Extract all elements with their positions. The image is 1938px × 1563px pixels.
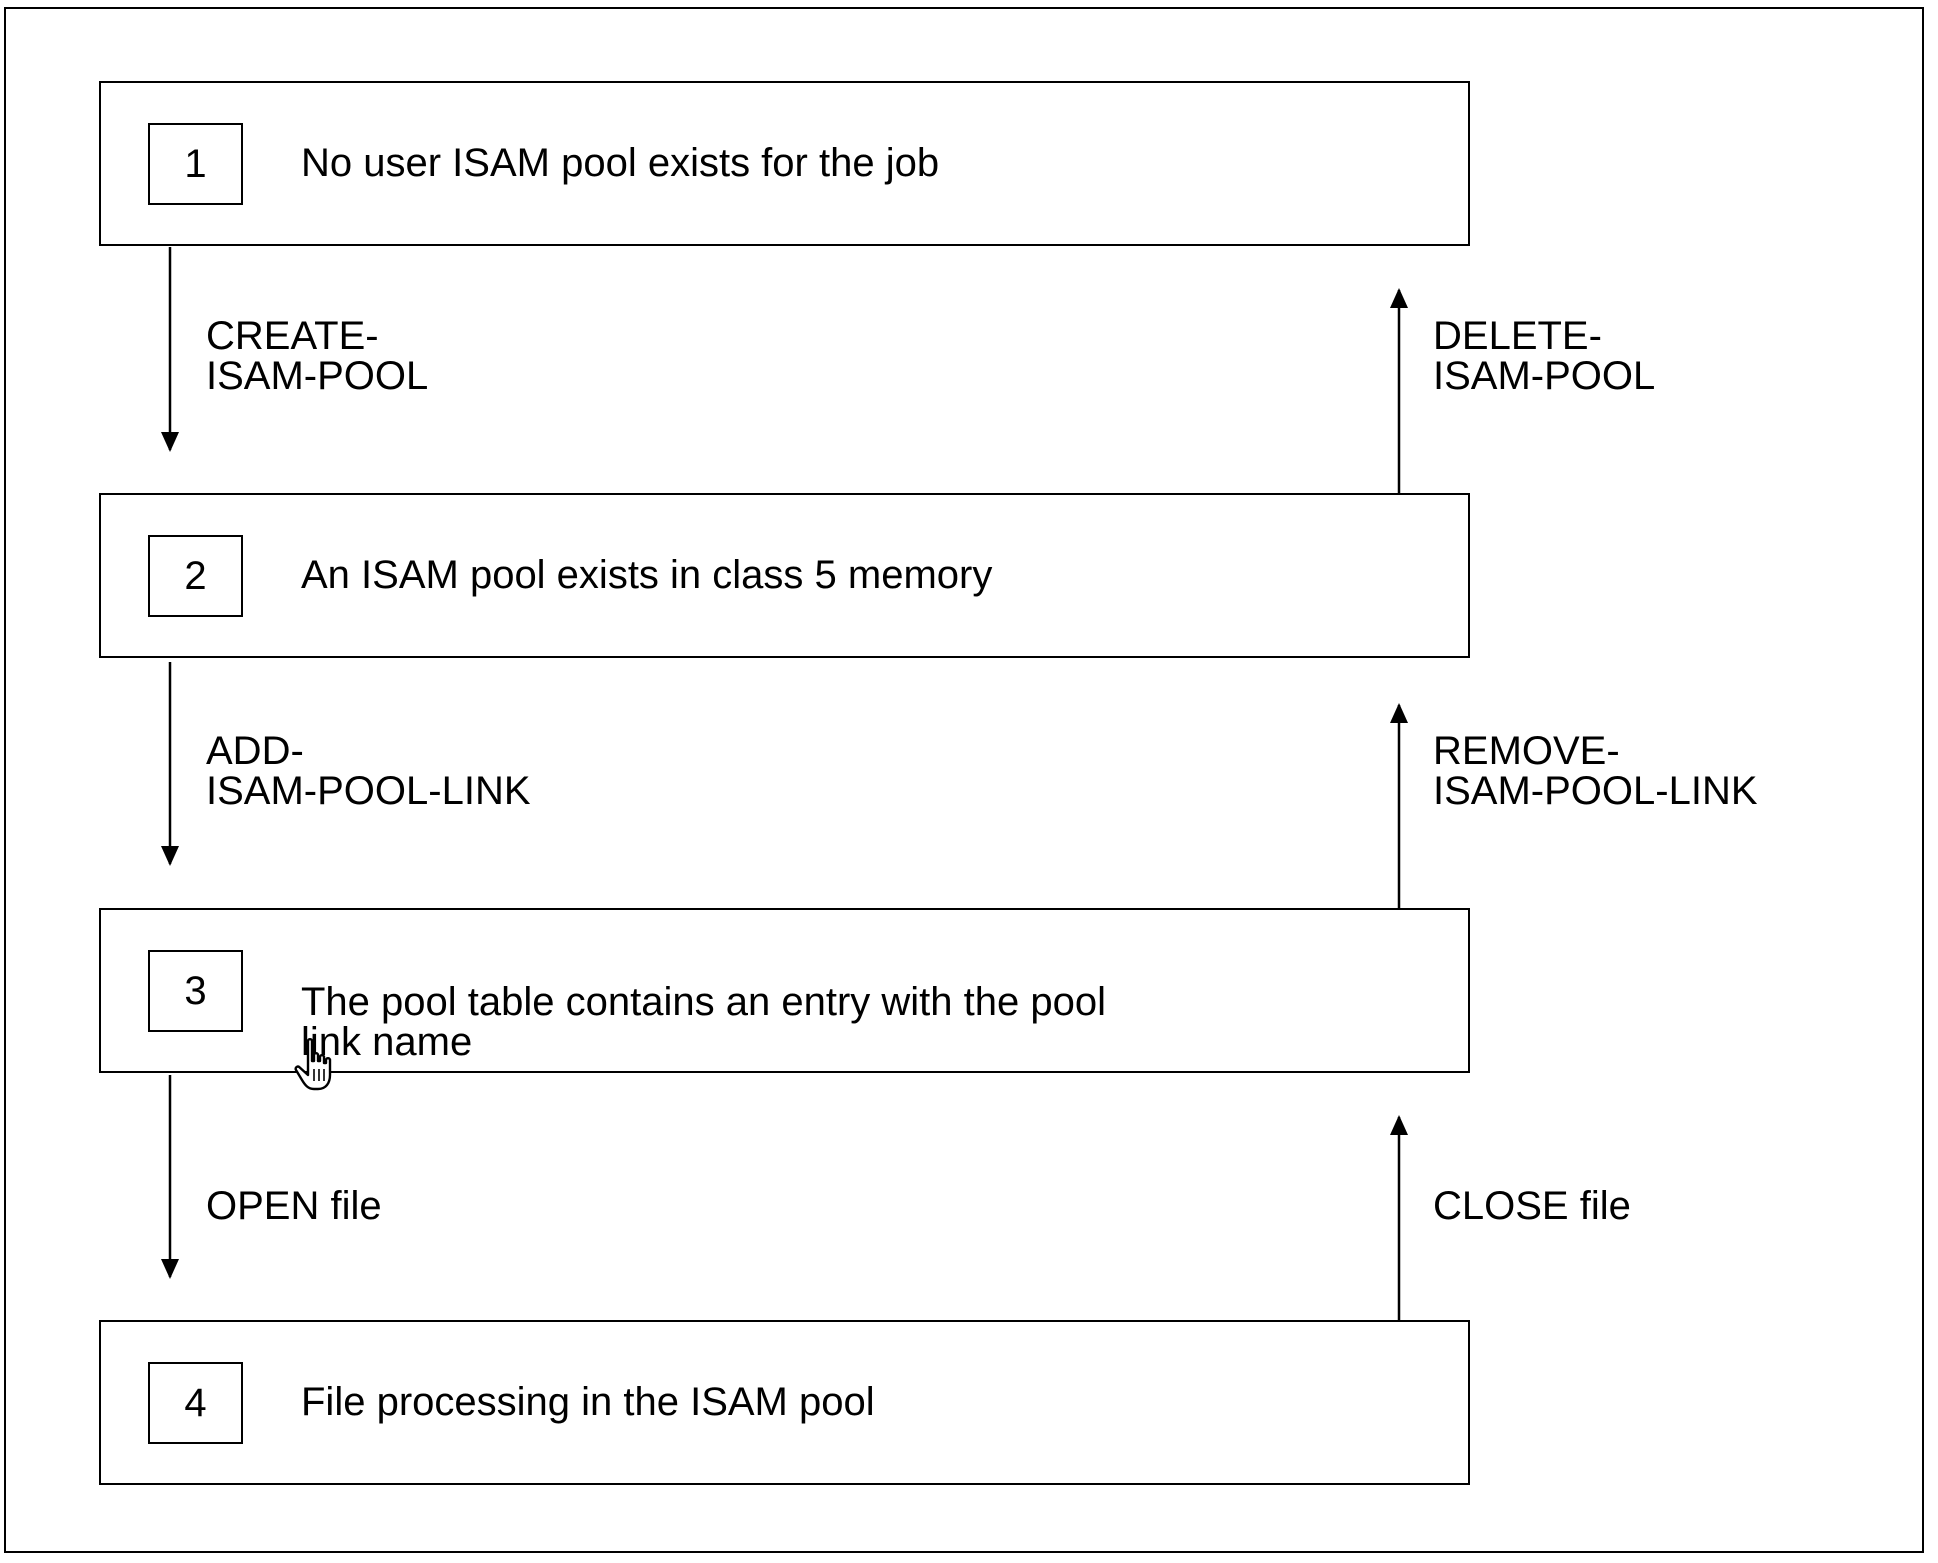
arrow-up-3-head: [1390, 1115, 1408, 1135]
state-text-1: No user ISAM pool exists for the job: [301, 141, 940, 185]
label-close-file: CLOSE file: [1433, 1184, 1631, 1228]
state-number-1: 1: [148, 123, 243, 205]
label-create-isam-pool: CREATE- ISAM-POOL: [206, 314, 429, 398]
label-remove-isam-pool-link: REMOVE- ISAM-POOL-LINK: [1433, 729, 1758, 813]
diagram-frame: [4, 7, 1924, 1553]
state-box-2: 2 An ISAM pool exists in class 5 memory: [99, 493, 1470, 658]
hand-pointer-icon: [294, 1038, 332, 1091]
state-text-2: An ISAM pool exists in class 5 memory: [301, 553, 993, 597]
state-number-4: 4: [148, 1362, 243, 1444]
label-delete-isam-pool: DELETE- ISAM-POOL: [1433, 314, 1656, 398]
state-box-1: 1 No user ISAM pool exists for the job: [99, 81, 1470, 246]
state-number-2: 2: [148, 535, 243, 617]
state-box-3: 3 The pool table contains an entry with …: [99, 908, 1470, 1073]
arrow-up-2-head: [1390, 703, 1408, 723]
arrow-down-3-head: [161, 1259, 179, 1279]
state-number-3: 3: [148, 950, 243, 1032]
state-box-4: 4 File processing in the ISAM pool: [99, 1320, 1470, 1485]
state-text-3: The pool table contains an entry with th…: [301, 980, 1106, 1064]
state-text-4: File processing in the ISAM pool: [301, 1380, 875, 1424]
arrow-up-1-head: [1390, 288, 1408, 308]
label-open-file: OPEN file: [206, 1184, 382, 1228]
arrow-down-2-head: [161, 846, 179, 866]
label-add-isam-pool-link: ADD- ISAM-POOL-LINK: [206, 729, 531, 813]
arrow-down-1-head: [161, 432, 179, 452]
